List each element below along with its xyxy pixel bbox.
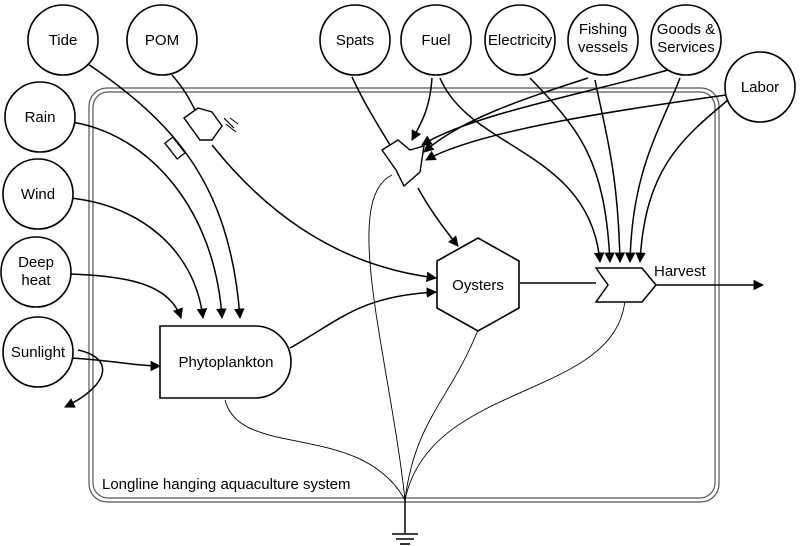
svg-text:vessels: vessels	[578, 39, 628, 56]
flow-fuel-harvest	[439, 77, 605, 264]
flow-lines	[64, 63, 765, 533]
source-fishing-vessels: Fishing vessels	[567, 4, 639, 76]
flow-sunlight-phytoplankton	[69, 357, 162, 372]
flow-pom-interaction	[171, 74, 197, 113]
flow-vessels-harvest	[594, 79, 626, 264]
source-electricity: Electricity	[484, 4, 556, 76]
svg-text:Labor: Labor	[741, 79, 779, 96]
flow-goods-gate	[421, 69, 669, 146]
source-pom: POM	[126, 4, 198, 76]
source-tide: Tide	[27, 4, 99, 76]
svg-text:Fishing: Fishing	[579, 21, 627, 38]
flow-sunlight-reflected	[64, 349, 104, 408]
flow-gate-sink	[368, 174, 406, 501]
svg-text:POM: POM	[145, 32, 179, 49]
svg-text:Sunlight: Sunlight	[11, 344, 66, 361]
flow-deepheat-phytoplankton	[69, 273, 183, 319]
svg-text:heat: heat	[21, 272, 51, 289]
svg-text:Fuel: Fuel	[421, 32, 450, 49]
flow-interaction-oysters	[211, 144, 438, 283]
flow-wind-phytoplankton	[69, 197, 208, 320]
svg-text:Services: Services	[657, 39, 715, 56]
source-spats: Spats	[319, 4, 391, 76]
svg-text:Phytoplankton: Phytoplankton	[178, 354, 273, 371]
flow-oysters-sink	[404, 329, 479, 501]
source-rain: Rain	[4, 81, 76, 153]
source-sunlight: Sunlight	[2, 316, 74, 388]
flow-vessels-gate	[423, 77, 589, 153]
source-deep-heat: Deep heat	[0, 236, 72, 308]
tide-pump-icon	[163, 136, 187, 160]
oysters-consumer: Oysters	[436, 237, 520, 332]
flow-tide-phytoplankton	[87, 63, 245, 320]
flow-labor-gate	[425, 94, 727, 161]
svg-text:Rain: Rain	[25, 109, 56, 126]
source-wind: Wind	[2, 158, 74, 230]
flow-phytoplankton-oysters	[289, 287, 438, 349]
harvest-label: Harvest	[654, 263, 707, 280]
flow-harvest-sink	[404, 299, 626, 501]
harvest-gate-icon	[594, 267, 657, 303]
source-goods-services: Goods & Services	[650, 4, 722, 76]
source-labor: Labor	[724, 51, 796, 123]
heat-sink-icon	[392, 533, 418, 545]
svg-text:Wind: Wind	[21, 186, 55, 203]
flow-electricity-harvest	[529, 77, 615, 264]
system-label: Longline hanging aquaculture system	[102, 476, 351, 493]
flow-goods-harvest	[624, 77, 681, 264]
flow-fuel-gate	[411, 77, 433, 141]
flow-labor-harvest	[635, 99, 729, 264]
source-fuel: Fuel	[400, 4, 472, 76]
svg-text:Spats: Spats	[336, 32, 374, 49]
flow-rain-phytoplankton	[71, 121, 227, 320]
svg-text:Tide: Tide	[49, 32, 78, 49]
phytoplankton-producer: Phytoplankton	[159, 325, 292, 399]
spats-workgate-icon	[381, 139, 425, 188]
svg-text:Goods &: Goods &	[657, 21, 715, 38]
flow-spats-gate	[351, 76, 391, 146]
svg-text:Electricity: Electricity	[488, 32, 553, 49]
flow-phytoplankton-sink	[224, 399, 406, 501]
svg-text:Oysters: Oysters	[452, 277, 504, 294]
pom-interaction-icon	[183, 107, 239, 141]
flow-gate-oysters	[417, 187, 459, 247]
svg-text:Deep: Deep	[18, 254, 54, 271]
